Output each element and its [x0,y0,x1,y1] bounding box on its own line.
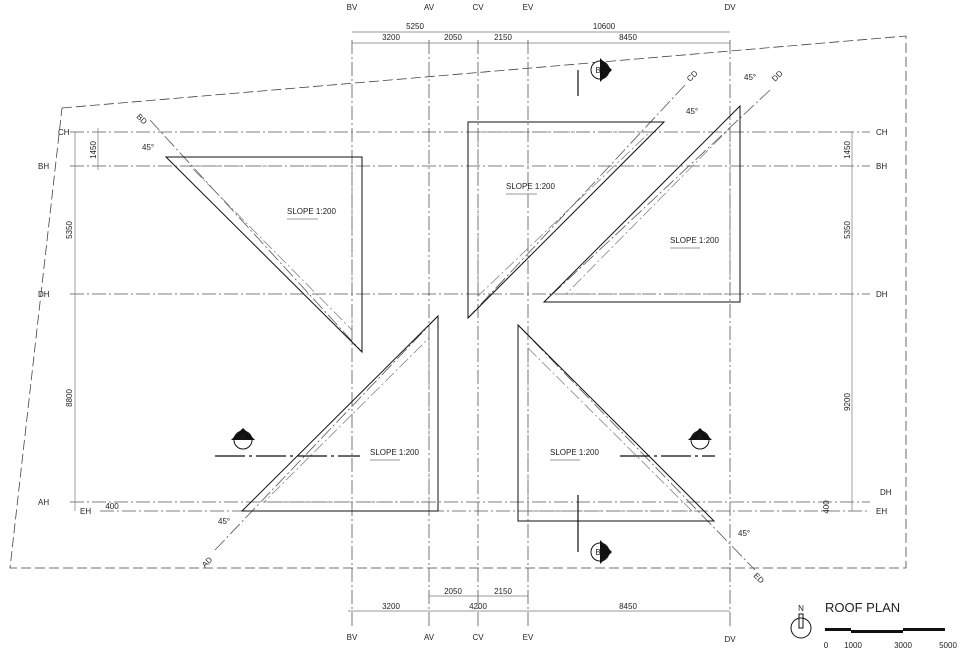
drawing-label: EH [876,507,887,516]
drawing-label: 8800 [65,389,74,407]
drawing-label: 2150 [494,33,512,42]
drawing-label: 2050 [444,587,462,596]
drawing-label: CD [685,69,700,84]
roof-panel-n [467,121,666,320]
drawing-label: 5000 [939,641,957,648]
drawing-label: SLOPE 1:200 [370,448,419,457]
drawing-label: AD [200,555,214,569]
drawing-label: 45° [686,107,698,116]
drawing-label: B [595,66,600,75]
drawing-label: DD [770,69,785,84]
drawing-label: CV [472,3,484,12]
drawing-label: DH [880,488,892,497]
drawing-label: 10600 [593,22,616,31]
dimensions-left: 1450 5350 8800 400 [65,128,119,511]
drawing-label: 3000 [894,641,912,648]
dimensions-top: 5250 10600 3200 2050 2150 8450 [352,22,730,44]
drawing-label: AH [38,498,49,507]
drawing-label: 1000 [844,641,862,648]
drawing-label: 8450 [619,33,637,42]
drawing-label: DH [38,290,50,299]
drawing-label: 5350 [843,221,852,239]
horizontal-grid-lines [70,131,870,512]
drawing-label: EV [523,3,534,12]
site-boundary [9,35,907,569]
drawing-label: CH [876,128,888,137]
drawing-label: DH [876,290,888,299]
drawing-label: A [697,433,703,442]
drawing-label: 45° [744,73,756,82]
drawing-label: 1450 [89,141,98,159]
drawing-label: DV [724,3,736,12]
drawing-label: ED [752,571,766,585]
drawing-label: CV [472,633,484,642]
drawing-label: 2050 [444,33,462,42]
drawing-label: 45° [738,529,750,538]
drawing-label: 400 [822,500,831,514]
drawing-label: CH [58,128,70,137]
roof-panel-sw [240,314,439,512]
vertical-grid-lines [351,40,731,628]
grid-labels-bottom: BV AV CV EV DV [347,633,737,644]
drawing-label: BH [876,162,887,171]
drawing-label: BH [38,162,49,171]
section-marker-a-right: A [620,428,715,457]
drawing-label: 45° [142,143,154,152]
grid-labels-right: CH BH DH DH EH [876,128,892,516]
drawing-label: 2150 [494,587,512,596]
grid-labels-left: CH BH DH AH EH [38,128,91,516]
drawing-label: A [240,433,246,442]
drawing-label: SLOPE 1:200 [287,207,336,216]
section-marker-b-top: B [577,58,612,96]
drawing-label: 400 [105,502,119,511]
drawing-label: EV [523,633,534,642]
drawing-label: 4200 [469,602,487,611]
grid-labels-top: BV AV CV EV DV [347,3,737,12]
drawing-label: BD [135,112,149,126]
drawing-label: AV [424,3,435,12]
drawing-label: 5350 [65,221,74,239]
scale-bar: 0 1000 3000 5000 [824,628,957,648]
north-arrow: N [790,604,812,639]
drawing-label: 8450 [619,602,637,611]
drawing-label: BV [347,3,358,12]
diagonal-axes: BD CD DD AD ED 45° 45° 45° 45° 45° [135,69,785,586]
drawing-label: BV [347,633,358,642]
dimensions-bottom: 2050 2150 3200 4200 8450 [348,587,730,612]
drawing-label: SLOPE 1:200 [550,448,599,457]
drawing-label: DV [724,635,736,644]
drawing-label: SLOPE 1:200 [506,182,555,191]
roof-panel-ne [542,104,741,303]
drawing-label: 0 [824,641,829,648]
section-marker-a-left: A [215,428,360,457]
slope-labels: SLOPE 1:200 SLOPE 1:200 SLOPE 1:200 SLOP… [287,182,719,461]
roof-triangles [164,104,741,522]
drawing-title: ROOF PLAN [825,600,900,615]
drawing-label: SLOPE 1:200 [670,236,719,245]
drawing-label: N [798,604,804,613]
drawing-label: 3200 [382,33,400,42]
drawing-label: 45° [218,517,230,526]
drawing-label: EH [80,507,91,516]
drawing-label: 1450 [843,141,852,159]
roof-panel-se [517,323,716,522]
drawing-label: 5250 [406,22,424,31]
roof-panel-nw [164,156,363,354]
drawing-label: B [595,548,600,557]
drawing-label: 9200 [843,393,852,411]
drawing-label: 3200 [382,602,400,611]
section-marker-b-bottom: B [577,495,612,564]
drawing-label: AV [424,633,435,642]
dimensions-right: 1450 5350 9200 400 [822,132,853,514]
